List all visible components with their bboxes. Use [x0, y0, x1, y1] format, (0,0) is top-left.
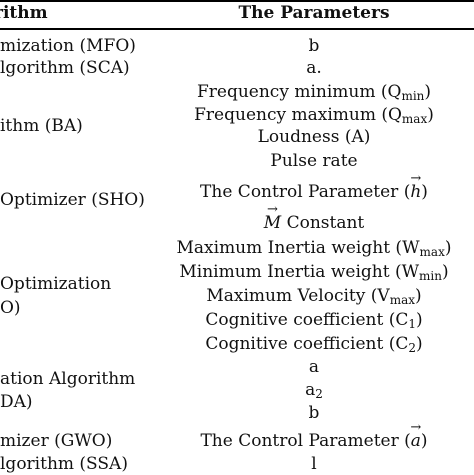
- param-pso-c2-sub: 2: [408, 341, 417, 355]
- param-da-a: a: [308, 357, 320, 377]
- param-pso-wmax-sub: max: [419, 245, 445, 259]
- vector-a: →a: [410, 420, 421, 452]
- vector-arrow-icon: →: [267, 202, 278, 217]
- param-gwo-control: The Control Parameter (→a): [200, 420, 428, 452]
- vector-m-letter: M: [263, 213, 282, 233]
- param-pso-c2: Cognitive coefficient (C2): [205, 333, 422, 355]
- param-pso-vmax-sub: max: [389, 293, 415, 307]
- algorithm-sca: lgorithm (SCA): [0, 58, 130, 78]
- param-pso-wmax-text: Maximum Inertia weight (W: [176, 238, 420, 258]
- param-ba-qmin: Frequency minimum (Qmin): [197, 81, 431, 103]
- param-sho-m-const-text: Constant: [281, 213, 365, 233]
- param-pso-vmax: Maximum Velocity (Vmax): [206, 285, 421, 307]
- param-sho-m-constant: →M Constant: [263, 202, 365, 234]
- param-da-b: b: [308, 403, 320, 423]
- vector-m: →M: [263, 202, 282, 234]
- param-gwo-control-text: The Control Parameter (: [200, 431, 411, 451]
- algorithm-ba: ithm (BA): [0, 116, 83, 136]
- algorithm-da-line1: ation Algorithm: [0, 369, 136, 389]
- param-mfo-b: b: [308, 36, 320, 56]
- vector-h-letter: h: [410, 182, 422, 202]
- algorithm-pso-line2: O): [0, 298, 21, 318]
- param-ba-qmax: Frequency maximum (Qmax): [194, 104, 434, 126]
- param-pso-vmax-text: Maximum Velocity (V: [206, 286, 390, 306]
- param-pso-c1: Cognitive coefficient (C1): [205, 309, 422, 331]
- close-paren: ): [416, 310, 423, 330]
- param-pso-wmin-sub: min: [419, 269, 443, 283]
- param-da-a2-sub: 2: [315, 387, 323, 401]
- algorithm-sho: Optimizer (SHO): [0, 190, 145, 210]
- param-pso-wmin: Minimum Inertia weight (Wmin): [179, 261, 448, 283]
- param-ssa-l: l: [311, 454, 317, 474]
- vector-arrow-icon: →: [410, 420, 422, 435]
- param-ba-qmin-sub: min: [401, 89, 425, 103]
- algorithm-mfo: mization (MFO): [0, 36, 136, 56]
- param-pso-c1-sub: 1: [408, 317, 417, 331]
- param-sho-control: The Control Parameter (→h): [200, 171, 428, 203]
- param-pso-wmax: Maximum Inertia weight (Wmax): [177, 237, 452, 259]
- param-pso-c2-text: Cognitive coefficient (C: [205, 334, 409, 354]
- close-paren: ): [421, 182, 428, 202]
- close-paren: ): [444, 238, 452, 258]
- close-paren: ): [415, 286, 422, 306]
- param-ba-qmax-text: Frequency maximum (Q: [194, 105, 402, 125]
- param-ba-qmax-sub: max: [401, 112, 428, 126]
- close-paren: ): [427, 105, 434, 125]
- vector-arrow-icon: →: [410, 171, 422, 186]
- table-top-rule: [0, 0, 474, 2]
- header-algorithm: rithm: [0, 3, 48, 23]
- close-paren: ): [416, 334, 423, 354]
- algorithm-da-line2: DA): [0, 392, 33, 412]
- param-pso-wmin-text: Minimum Inertia weight (W: [179, 262, 420, 282]
- algorithm-ssa: lgorithm (SSA): [0, 454, 128, 474]
- param-pso-c1-text: Cognitive coefficient (C: [205, 310, 409, 330]
- close-paren: ): [420, 431, 428, 451]
- header-parameters: The Parameters: [238, 3, 390, 23]
- param-ba-qmin-text: Frequency minimum (Q: [196, 82, 402, 102]
- close-paren: ): [442, 262, 449, 282]
- param-sho-control-text: The Control Parameter (: [200, 182, 411, 202]
- vector-a-letter: a: [410, 431, 421, 451]
- param-ba-pulse: Pulse rate: [270, 151, 358, 171]
- param-sca-a: a.: [306, 58, 322, 78]
- algorithm-pso-line1: Optimization: [0, 274, 112, 294]
- header-rule: [0, 28, 474, 30]
- vector-h: →h: [410, 171, 422, 203]
- param-da-a2: a2: [305, 379, 323, 401]
- param-ba-loudness: Loudness (A): [257, 127, 371, 147]
- close-paren: ): [424, 82, 432, 102]
- algorithm-gwo: mizer (GWO): [0, 431, 113, 451]
- param-da-a2-text: a: [305, 380, 316, 400]
